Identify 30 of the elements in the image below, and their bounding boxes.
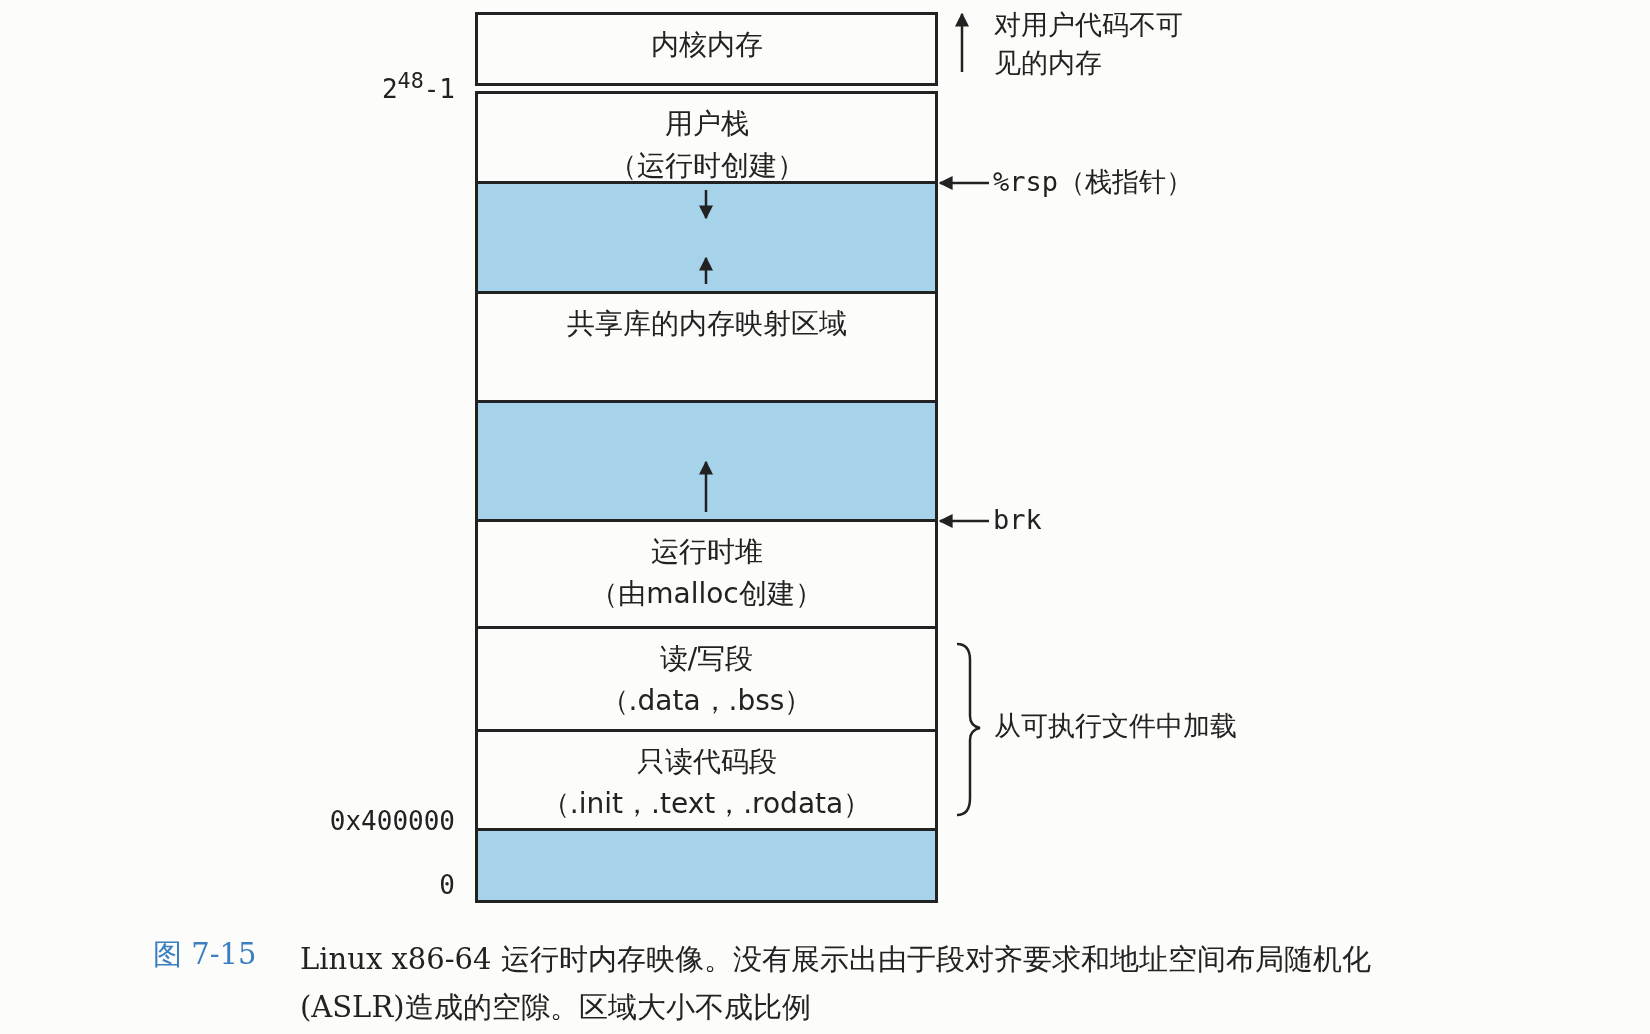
unmapped-region	[475, 400, 938, 522]
figure-number: 图 7-15	[153, 936, 257, 973]
segment-label: 共享库的内存映射区域	[566, 306, 847, 342]
segment-note: （.init，.text，.rodata）	[541, 786, 872, 822]
segment-label: 只读代码段	[636, 744, 777, 780]
memory-segment	[475, 12, 938, 86]
arrow	[938, 514, 989, 528]
segment-label: 运行时堆	[650, 534, 763, 570]
segment-note: （运行时创建）	[608, 148, 805, 184]
segment-label: 内核内存	[650, 27, 763, 63]
address-label: 2$^{48}$-1	[381, 68, 455, 104]
unmapped-region	[475, 181, 938, 294]
segment-label: 读/写段	[659, 641, 754, 677]
segment-label: 用户栈	[664, 106, 749, 142]
note-text: 从可执行文件中加载	[994, 709, 1237, 743]
address-label: 0	[439, 870, 455, 900]
memory-segment	[475, 626, 938, 732]
pointer-label: %rsp（栈指针）	[993, 162, 1194, 202]
memory-segment	[475, 91, 938, 184]
segment-note: （.data，.bss）	[600, 683, 813, 719]
memory-segment	[475, 519, 938, 629]
pointer-label: brk	[993, 500, 1042, 540]
arrow	[938, 176, 989, 190]
memory-segment	[475, 729, 938, 831]
caption: Linux x86-64 运行时内存映像。没有展示出由于段对齐要求和地址空间布局随机化(ASLR)造成的空隙。区域大小不成比例	[300, 941, 1372, 1026]
memory-segment	[475, 291, 938, 403]
address-label: 0x400000	[329, 806, 455, 836]
note-text: 对用户代码不可见的内存	[994, 8, 1184, 80]
segment-note: （由malloc创建）	[590, 576, 823, 612]
unmapped-region	[475, 828, 938, 903]
